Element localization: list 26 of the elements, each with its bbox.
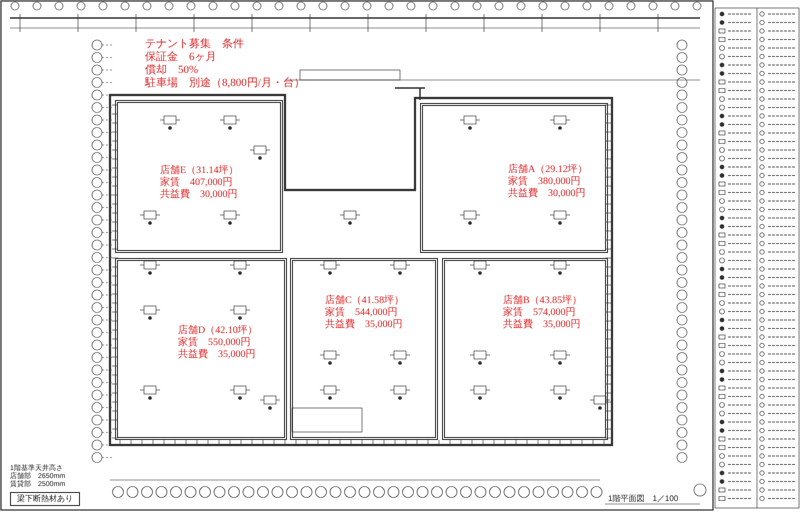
fee-text: 共益費 35,000円 [325,319,404,331]
rent-text: 家賃 407,000円 [160,177,234,188]
condition-text: 償却 50% [145,64,198,76]
store-room [420,103,608,253]
condition-heading: テナント募集 条件 [145,38,244,50]
fee-text: 共益費 30,000円 [160,189,238,201]
store-room [442,258,608,440]
fee-text: 共益費 35,000円 [503,319,582,331]
store-name: 店舗D（42.10坪） [178,325,258,336]
fee-text: 共益費 35,000円 [178,349,256,361]
store-name: 店舗E（31.14坪） [160,165,239,176]
insulation-note: 梁下断熱材あり [10,492,80,506]
fee-text: 共益費 30,000円 [508,188,586,200]
store-room [115,258,287,440]
store-name: 店舗A（29.12坪） [508,164,588,176]
rent-text: 家賃 380,000円 [508,176,582,188]
store-room [115,100,283,253]
store-name: 店舗C（41.58坪） [325,295,404,306]
condition-text: 駐車場 別途（8,800円/月・台） [145,77,305,90]
rent-text: 家賃 550,000円 [178,337,252,348]
store-name: 店舗B（43.85坪） [503,295,582,306]
drawing-title: 1階平面図 1／100 [608,494,678,503]
rent-text: 家賃 544,000円 [325,307,398,318]
rent-text: 家賃 574,000円 [503,307,576,318]
condition-text: 保証金 6ヶ月 [145,51,216,64]
store-room [290,258,438,440]
